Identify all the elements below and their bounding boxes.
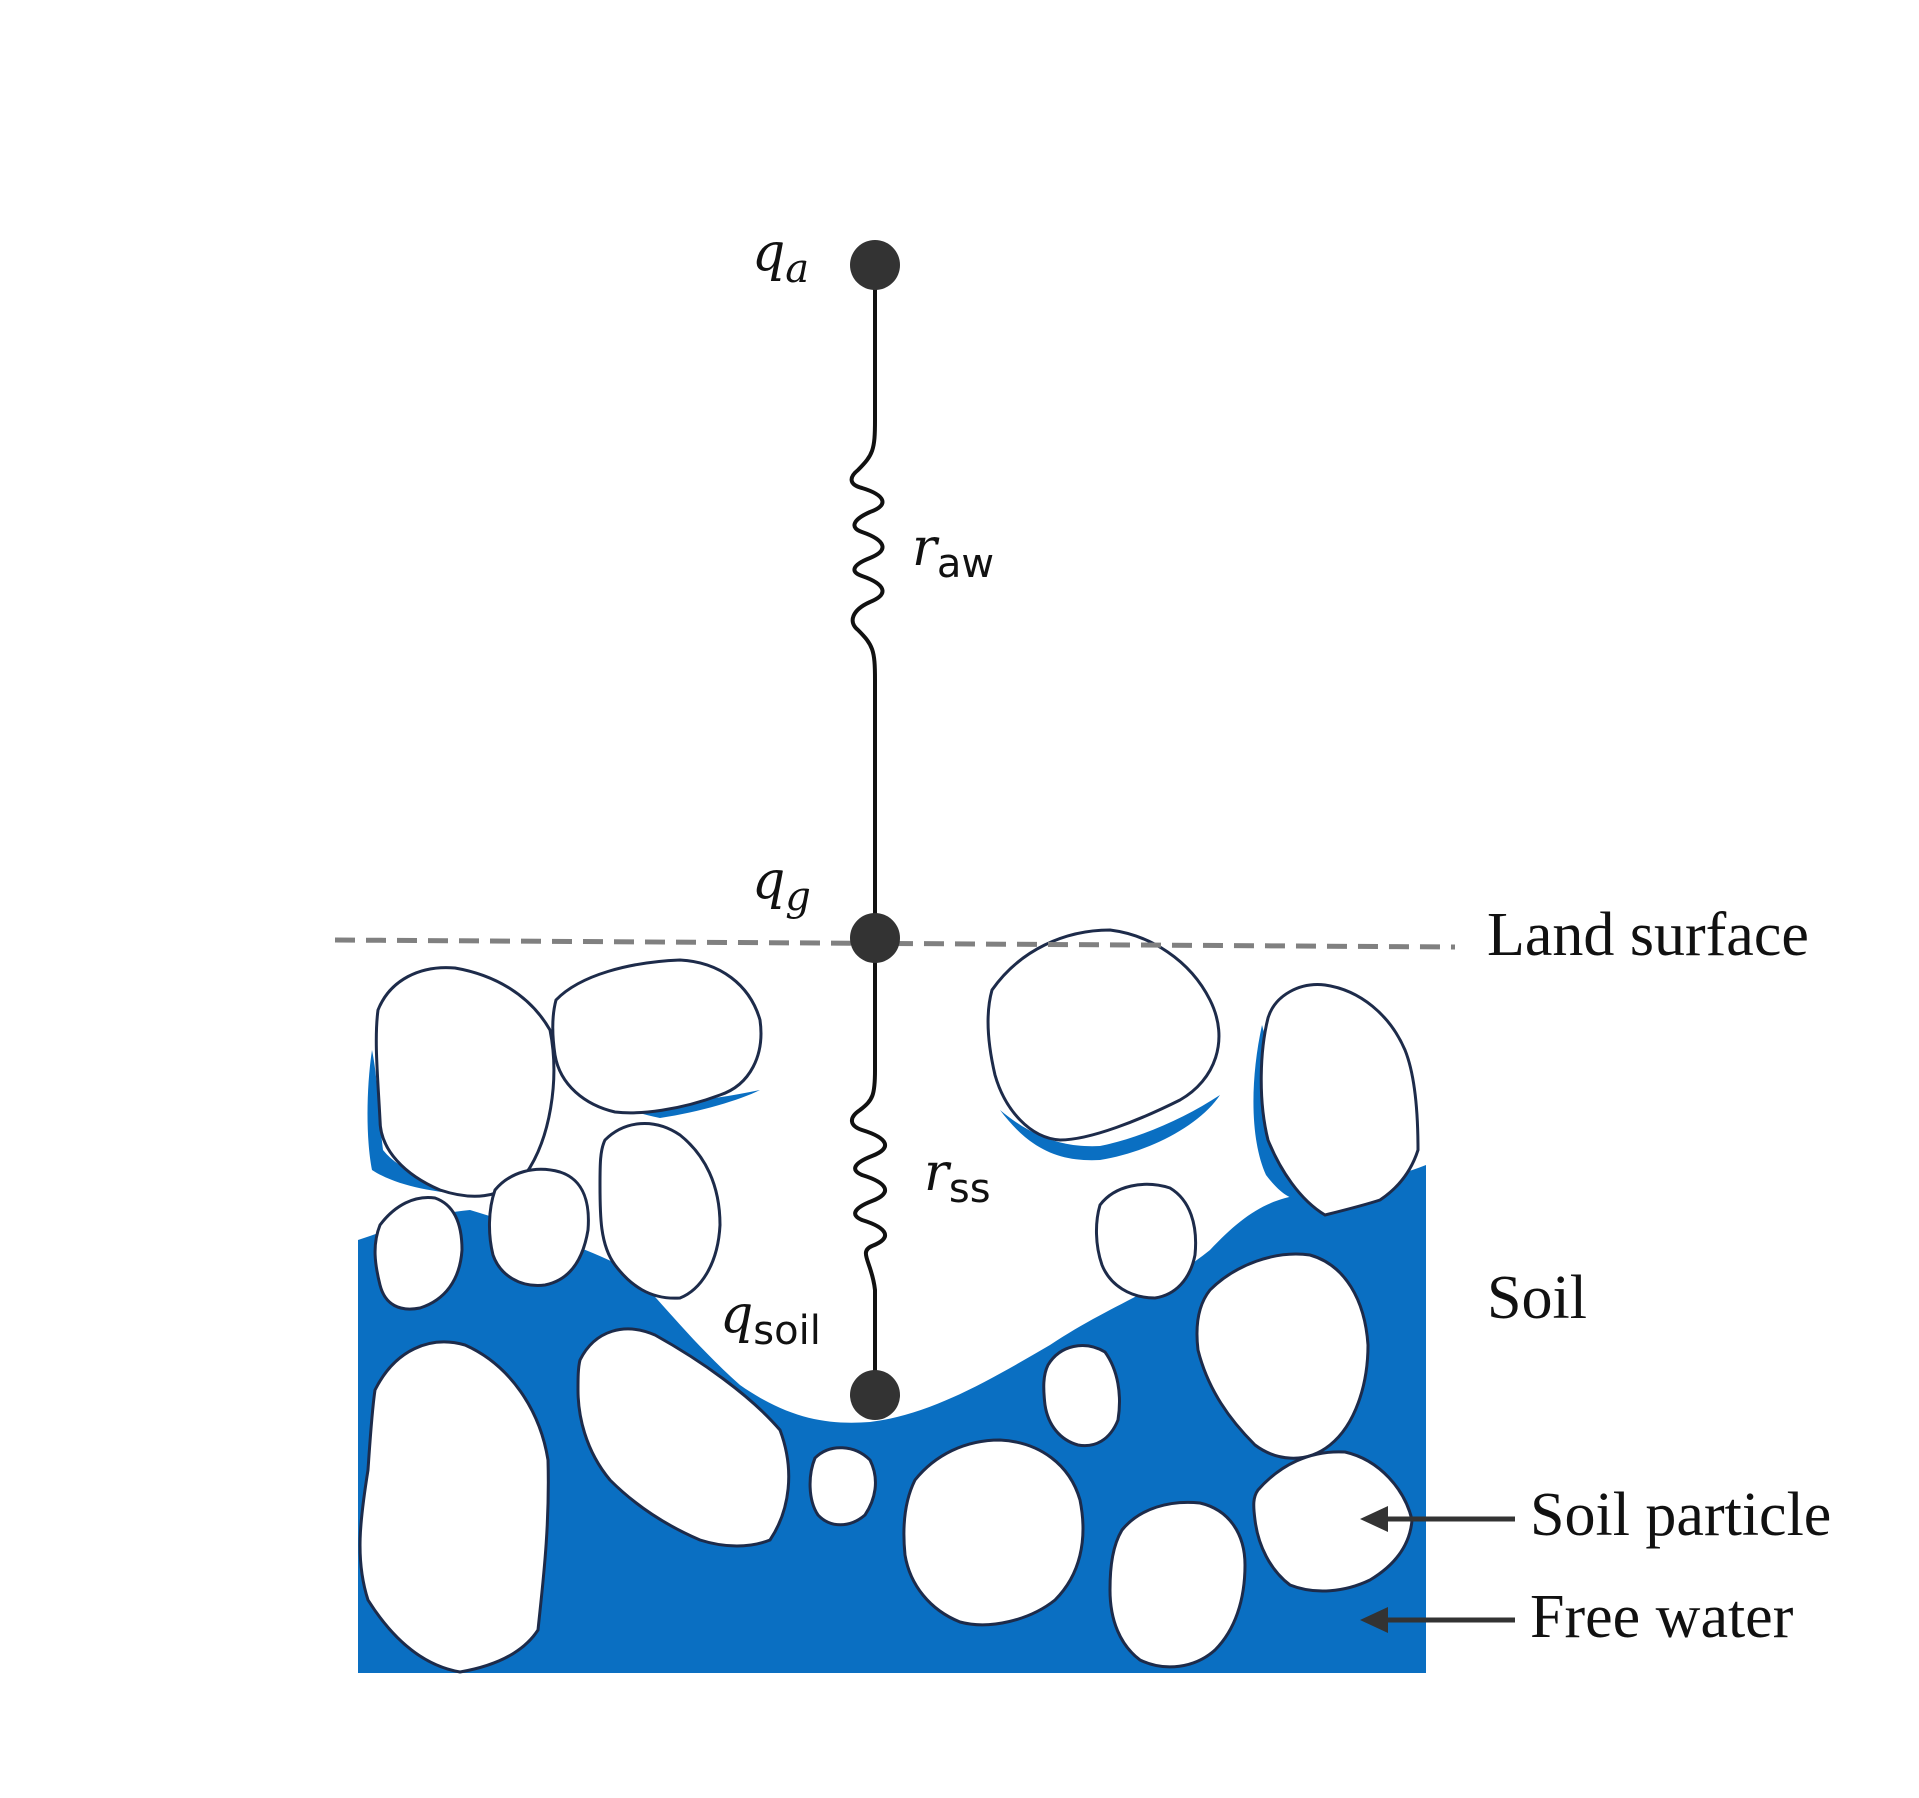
soil-particle (373, 1195, 464, 1311)
soil-particles (358, 928, 1420, 1674)
soil-particle (1095, 1182, 1198, 1300)
water-film (556, 1060, 760, 1118)
node-qa (850, 240, 900, 290)
soil-particle (902, 1438, 1085, 1627)
soil-particle (576, 1327, 791, 1548)
soil-particle (808, 1446, 877, 1527)
node-qsoil (850, 1370, 900, 1420)
soil-particle (551, 958, 763, 1115)
soil-particle (358, 1340, 550, 1674)
wire-upper-resistor-raw (849, 265, 885, 938)
label-rss: rss (924, 1143, 991, 1212)
label-free-water: Free water (1530, 1583, 1794, 1651)
label-soil: Soil (1487, 1264, 1587, 1332)
soil-particle (1195, 1252, 1370, 1460)
soil-particle (986, 928, 1221, 1142)
soil-particle (1108, 1500, 1247, 1669)
label-raw: raw (912, 518, 994, 587)
label-qg: qg (752, 851, 811, 920)
soil-particle (1259, 983, 1420, 1217)
node-qg (850, 913, 900, 963)
label-land-surface: Land surface (1487, 901, 1809, 969)
soil-particle (487, 1167, 590, 1287)
label-qa: qa (752, 223, 809, 292)
soil-particle (374, 966, 556, 1198)
soil-particle (1252, 1450, 1414, 1593)
soil-particle (598, 1122, 722, 1300)
label-qsoil: qsoil (720, 1285, 821, 1354)
arrow-soil-particle (1360, 1506, 1515, 1532)
water-film (1000, 1095, 1220, 1161)
label-soil-particle: Soil particle (1530, 1481, 1831, 1549)
soil-particle (1042, 1344, 1121, 1448)
wire-lower-resistor-rss (850, 938, 887, 1395)
arrow-free-water (1360, 1607, 1515, 1633)
